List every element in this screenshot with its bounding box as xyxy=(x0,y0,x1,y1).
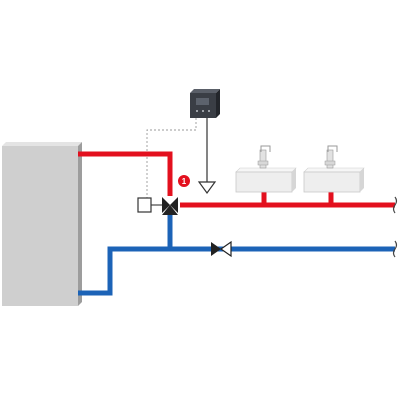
mixing-valve-icon xyxy=(162,197,178,215)
sink-icon xyxy=(303,145,365,193)
actuator-icon xyxy=(137,197,162,213)
svg-text:1: 1 xyxy=(182,177,187,186)
tank-icon xyxy=(2,142,82,306)
sensor-icon xyxy=(197,181,217,195)
hot-water-pipe xyxy=(78,151,395,208)
break-icon xyxy=(392,196,398,258)
sink-icon xyxy=(235,145,297,193)
check-valve-icon xyxy=(211,240,232,258)
controller-icon xyxy=(190,89,220,118)
marker-badge: 1 xyxy=(177,174,191,188)
control-signal-line xyxy=(138,118,197,206)
cold-water-pipe xyxy=(78,214,395,296)
